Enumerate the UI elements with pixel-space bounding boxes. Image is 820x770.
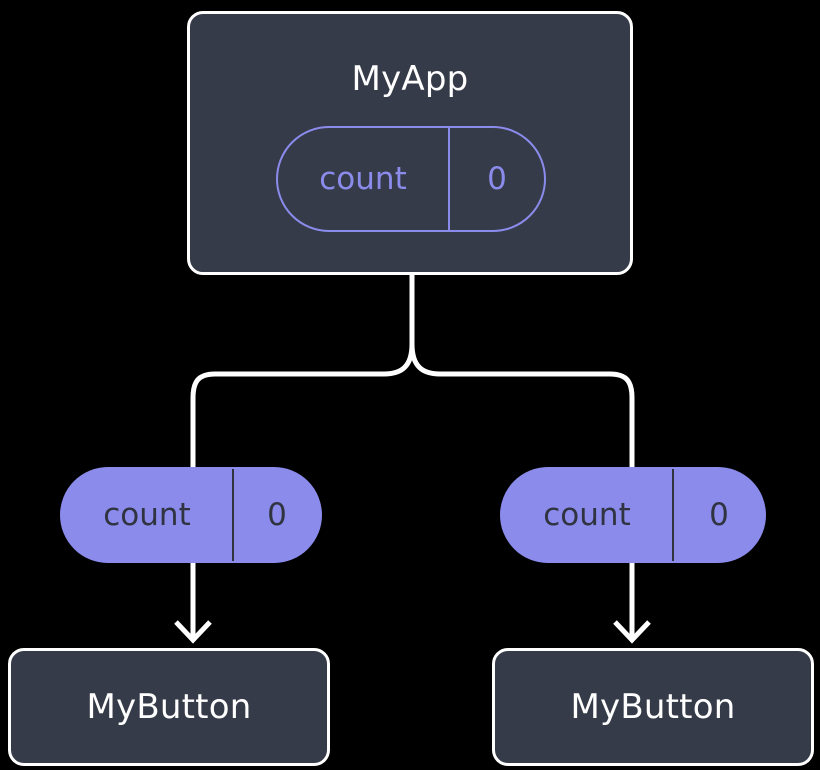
arrow-right-head-icon xyxy=(613,620,651,644)
prop-pill-value: 0 xyxy=(709,496,729,533)
prop-pill-key: count xyxy=(62,469,234,561)
state-pill-myapp[interactable]: count 0 xyxy=(276,126,546,232)
fork-edge-right xyxy=(409,343,635,467)
prop-pill-left[interactable]: count 0 xyxy=(60,467,322,563)
arrow-left-head-icon xyxy=(174,620,212,644)
prop-pill-key: count xyxy=(502,469,674,561)
fork-edge-left xyxy=(190,343,415,467)
component-label-myapp: MyApp xyxy=(351,59,469,99)
component-node-mybutton-right[interactable]: MyButton xyxy=(492,648,814,766)
state-pill-key: count xyxy=(278,128,450,230)
state-pill-value: 0 xyxy=(487,160,507,197)
component-label-mybutton-right: MyButton xyxy=(570,687,736,727)
component-node-mybutton-left[interactable]: MyButton xyxy=(8,648,330,766)
component-label-mybutton-left: MyButton xyxy=(86,687,252,727)
prop-pill-value: 0 xyxy=(267,496,287,533)
prop-pill-right[interactable]: count 0 xyxy=(500,467,766,563)
